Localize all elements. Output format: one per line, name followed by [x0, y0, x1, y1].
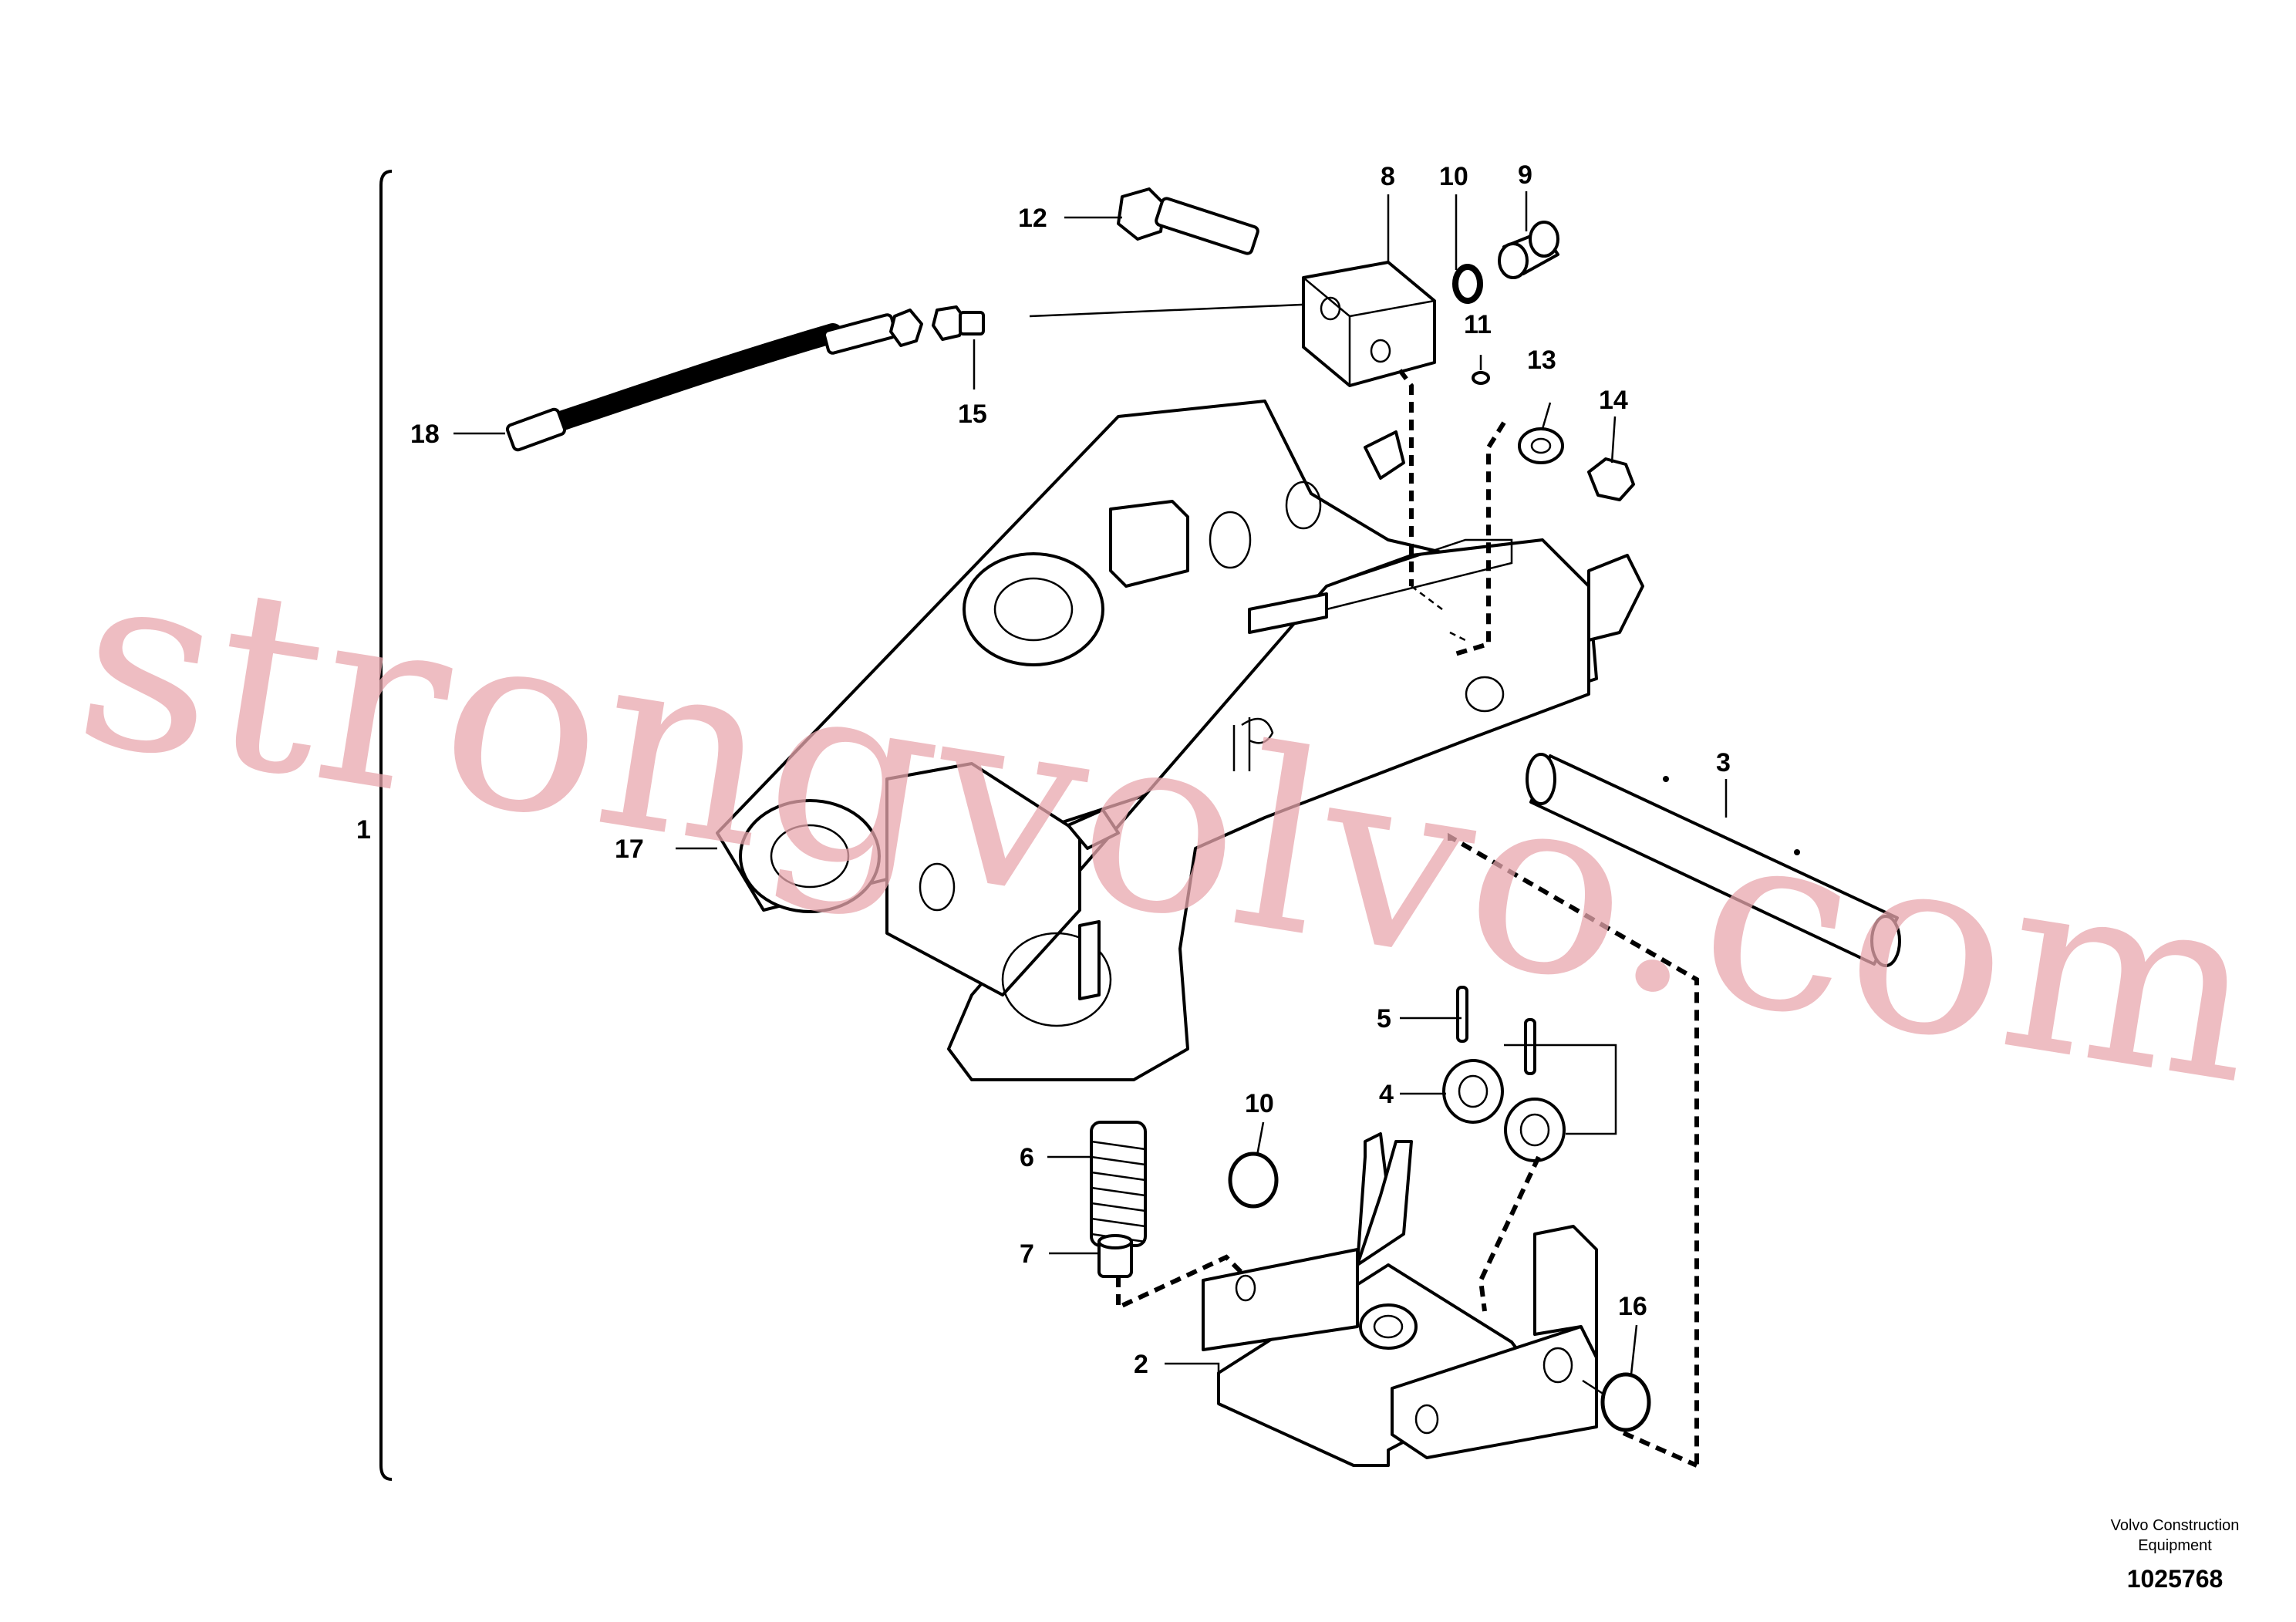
callout-17: 17: [615, 835, 644, 864]
hidden-line-c: [1448, 832, 1699, 1465]
small-pin: [1472, 371, 1490, 385]
callout-16: 16: [1618, 1292, 1647, 1321]
company-name-line1: Volvo Construction: [2111, 1517, 2240, 1534]
hidden-line-f: [1622, 1431, 1698, 1468]
bolt: [1117, 187, 1259, 255]
document-number: 1025768: [2127, 1565, 2224, 1593]
callout-5: 5: [1377, 1004, 1391, 1034]
hydraulic-hose: [505, 309, 923, 452]
bushing-a: [1442, 1059, 1504, 1124]
hidden-line-a: [1397, 369, 1414, 586]
locking-plate: [1202, 1132, 1598, 1467]
coupler-frame: [716, 400, 1644, 1081]
valve-block: [1302, 261, 1436, 387]
callout-1: 1: [356, 815, 371, 845]
company-name-line2: Equipment: [2138, 1537, 2212, 1554]
spring-pin-b: [1524, 1018, 1536, 1075]
callout-3: 3: [1716, 748, 1731, 777]
hidden-line-b: [1449, 421, 1506, 658]
callout-15: 15: [958, 400, 987, 429]
fitting: [932, 305, 985, 341]
callout-11: 11: [1464, 310, 1492, 339]
callout-10: 10: [1439, 162, 1468, 191]
callout-4: 4: [1379, 1080, 1394, 1109]
callout-2: 2: [1134, 1350, 1148, 1379]
callout-10-lower: 10: [1245, 1089, 1274, 1118]
spring: [1090, 1121, 1147, 1247]
hidden-line-d: [1116, 1254, 1244, 1311]
bushing-b: [1504, 1098, 1566, 1162]
callout-8: 8: [1381, 162, 1395, 191]
callout-12: 12: [1018, 204, 1047, 233]
callout-6: 6: [1020, 1143, 1034, 1172]
hidden-line-g: [1411, 585, 1466, 642]
assembly-bracket: [379, 170, 393, 1481]
callout-13: 13: [1527, 346, 1556, 375]
spring-pin-a: [1456, 986, 1468, 1043]
callout-14: 14: [1599, 386, 1628, 415]
o-ring-lower: [1228, 1152, 1279, 1209]
long-pin: [1526, 753, 1901, 967]
plug: [1097, 1234, 1133, 1278]
nut: [1587, 457, 1635, 501]
callout-9: 9: [1518, 160, 1532, 190]
o-ring-top: [1452, 264, 1483, 304]
callout-7: 7: [1020, 1239, 1034, 1269]
callout-18: 18: [410, 420, 440, 449]
washer-top: [1518, 427, 1564, 464]
washer-lower: [1600, 1372, 1651, 1432]
sleeve: [1498, 221, 1559, 279]
hidden-line-e: [1478, 1155, 1541, 1312]
leader-lines: [453, 191, 1728, 1396]
